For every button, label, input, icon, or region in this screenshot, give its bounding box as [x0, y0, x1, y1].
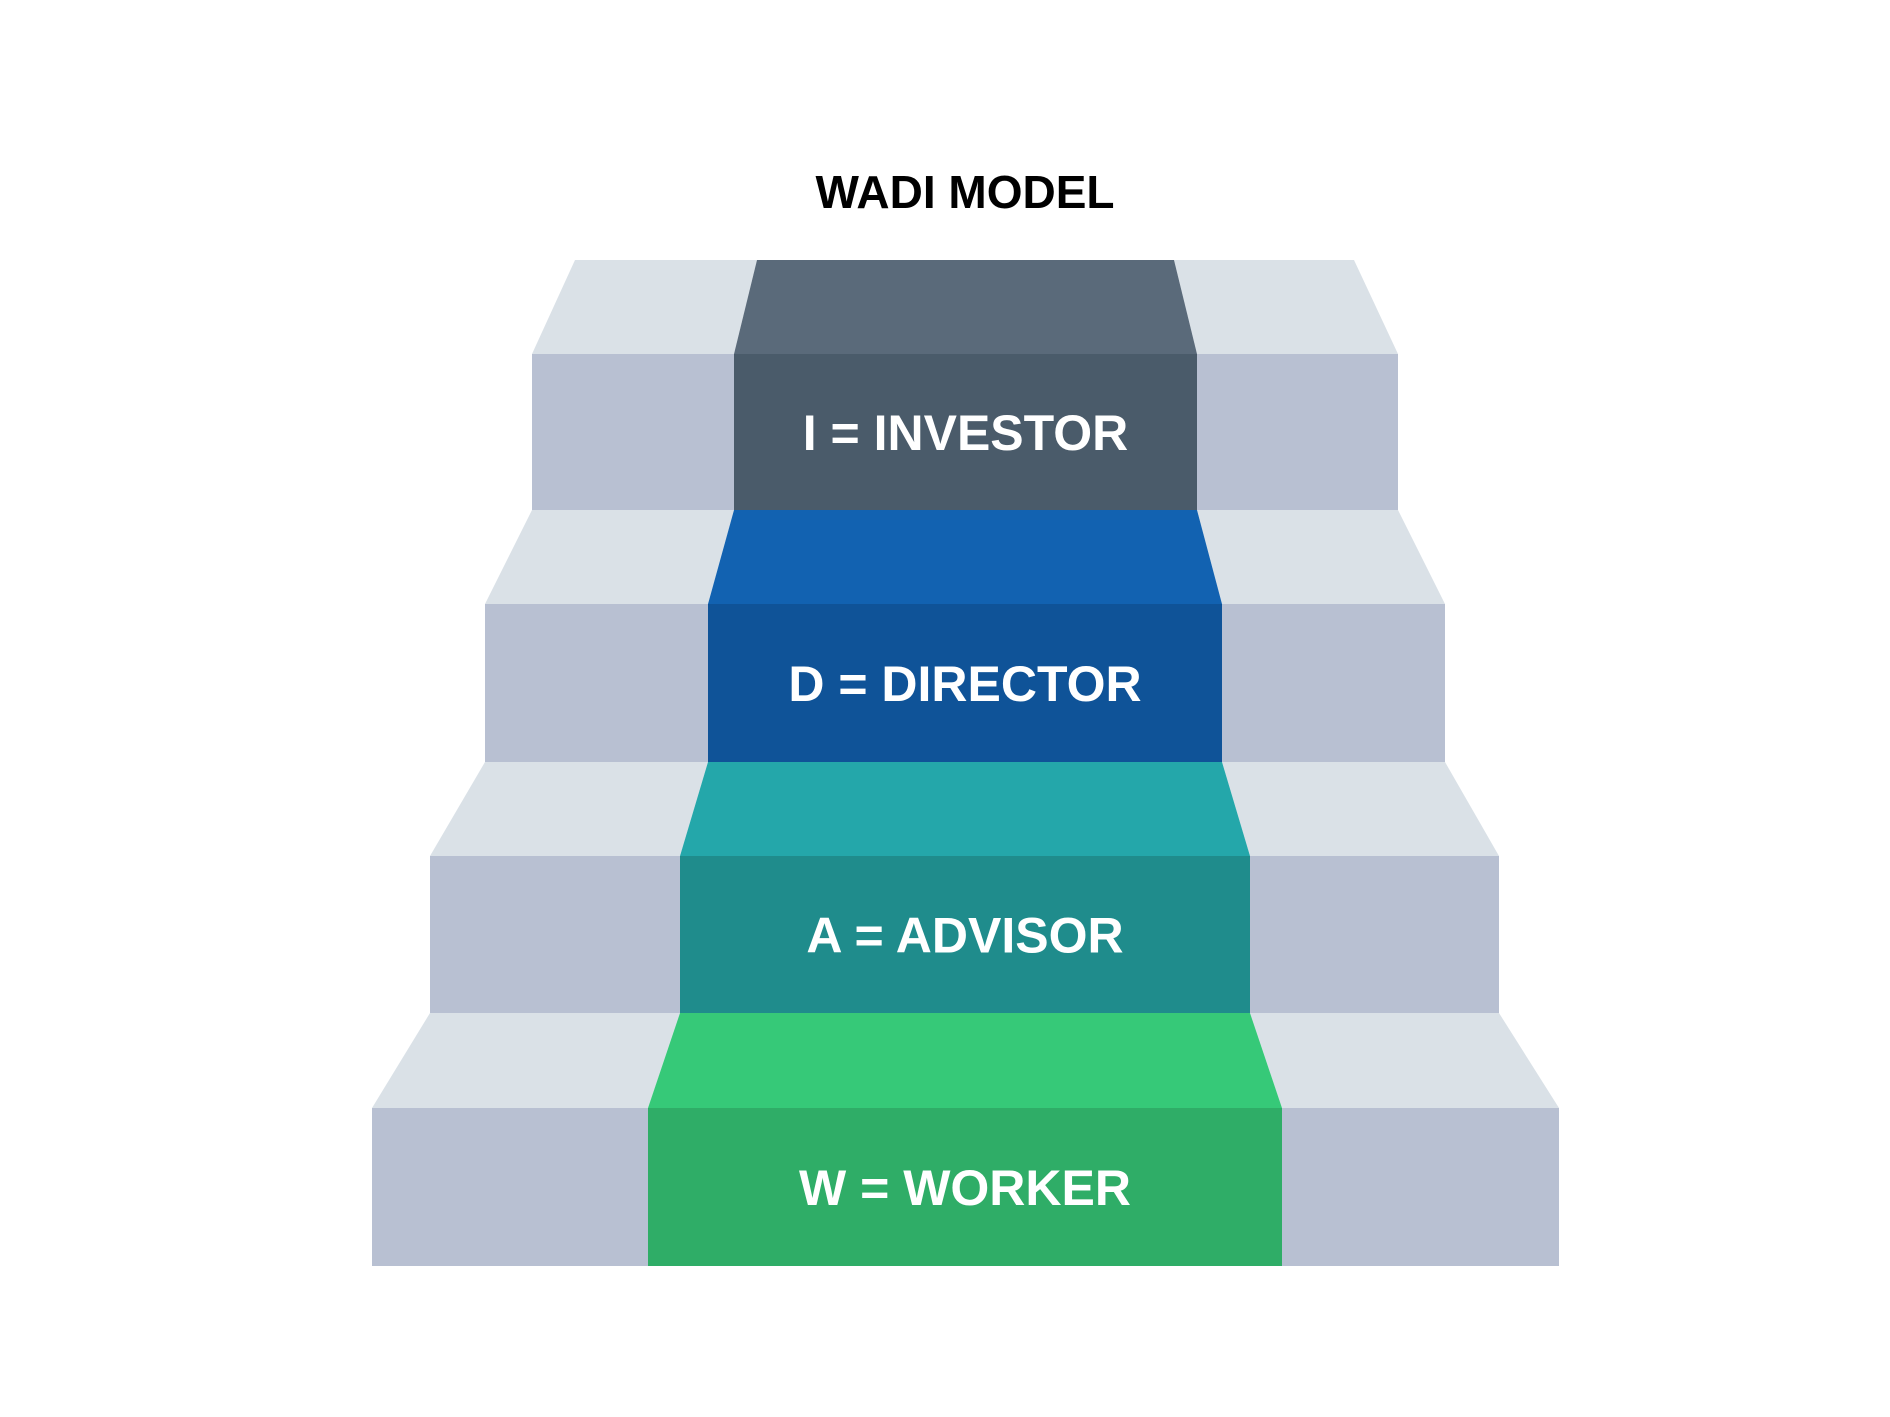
step-investor-left-riser — [532, 354, 734, 510]
step-worker-left-tread — [372, 1013, 680, 1108]
step-advisor-center-riser — [680, 856, 1250, 1013]
step-worker-right-tread — [1250, 1013, 1559, 1108]
step-director-right-tread — [1197, 510, 1445, 604]
step-director-left-tread — [485, 510, 734, 604]
step-investor-center-riser — [734, 354, 1197, 510]
step-investor-left-tread — [532, 260, 757, 354]
step-director-label: D = DIRECTOR — [788, 656, 1141, 712]
step-advisor-right-riser — [1250, 856, 1499, 1013]
step-investor-label: I = INVESTOR — [803, 405, 1129, 461]
step-advisor-left-tread — [430, 762, 708, 856]
step-worker-center-tread — [648, 1013, 1282, 1108]
step-advisor-label: A = ADVISOR — [806, 908, 1123, 964]
step-worker-left-riser — [372, 1108, 648, 1266]
step-worker-center-riser — [648, 1108, 1282, 1266]
step-investor-right-riser — [1197, 354, 1398, 510]
step-advisor-left-riser — [430, 856, 680, 1013]
step-advisor-right-tread — [1222, 762, 1499, 856]
step-director-right-riser — [1222, 604, 1445, 762]
step-worker-right-riser — [1282, 1108, 1559, 1266]
step-advisor-center-tread — [680, 762, 1250, 856]
diagram-title: WADI MODEL — [816, 166, 1115, 218]
step-director-center-tread — [708, 510, 1222, 604]
step-investor-right-tread — [1174, 260, 1398, 354]
steps-layer: I = INVESTOR D = DIRECTOR A = ADVISOR W = W… — [372, 260, 1559, 1266]
step-investor-center-tread — [734, 260, 1197, 354]
step-worker-label: W = WORKER — [799, 1160, 1131, 1216]
step-director-left-riser — [485, 604, 708, 762]
step-director-center-riser — [708, 604, 1222, 762]
